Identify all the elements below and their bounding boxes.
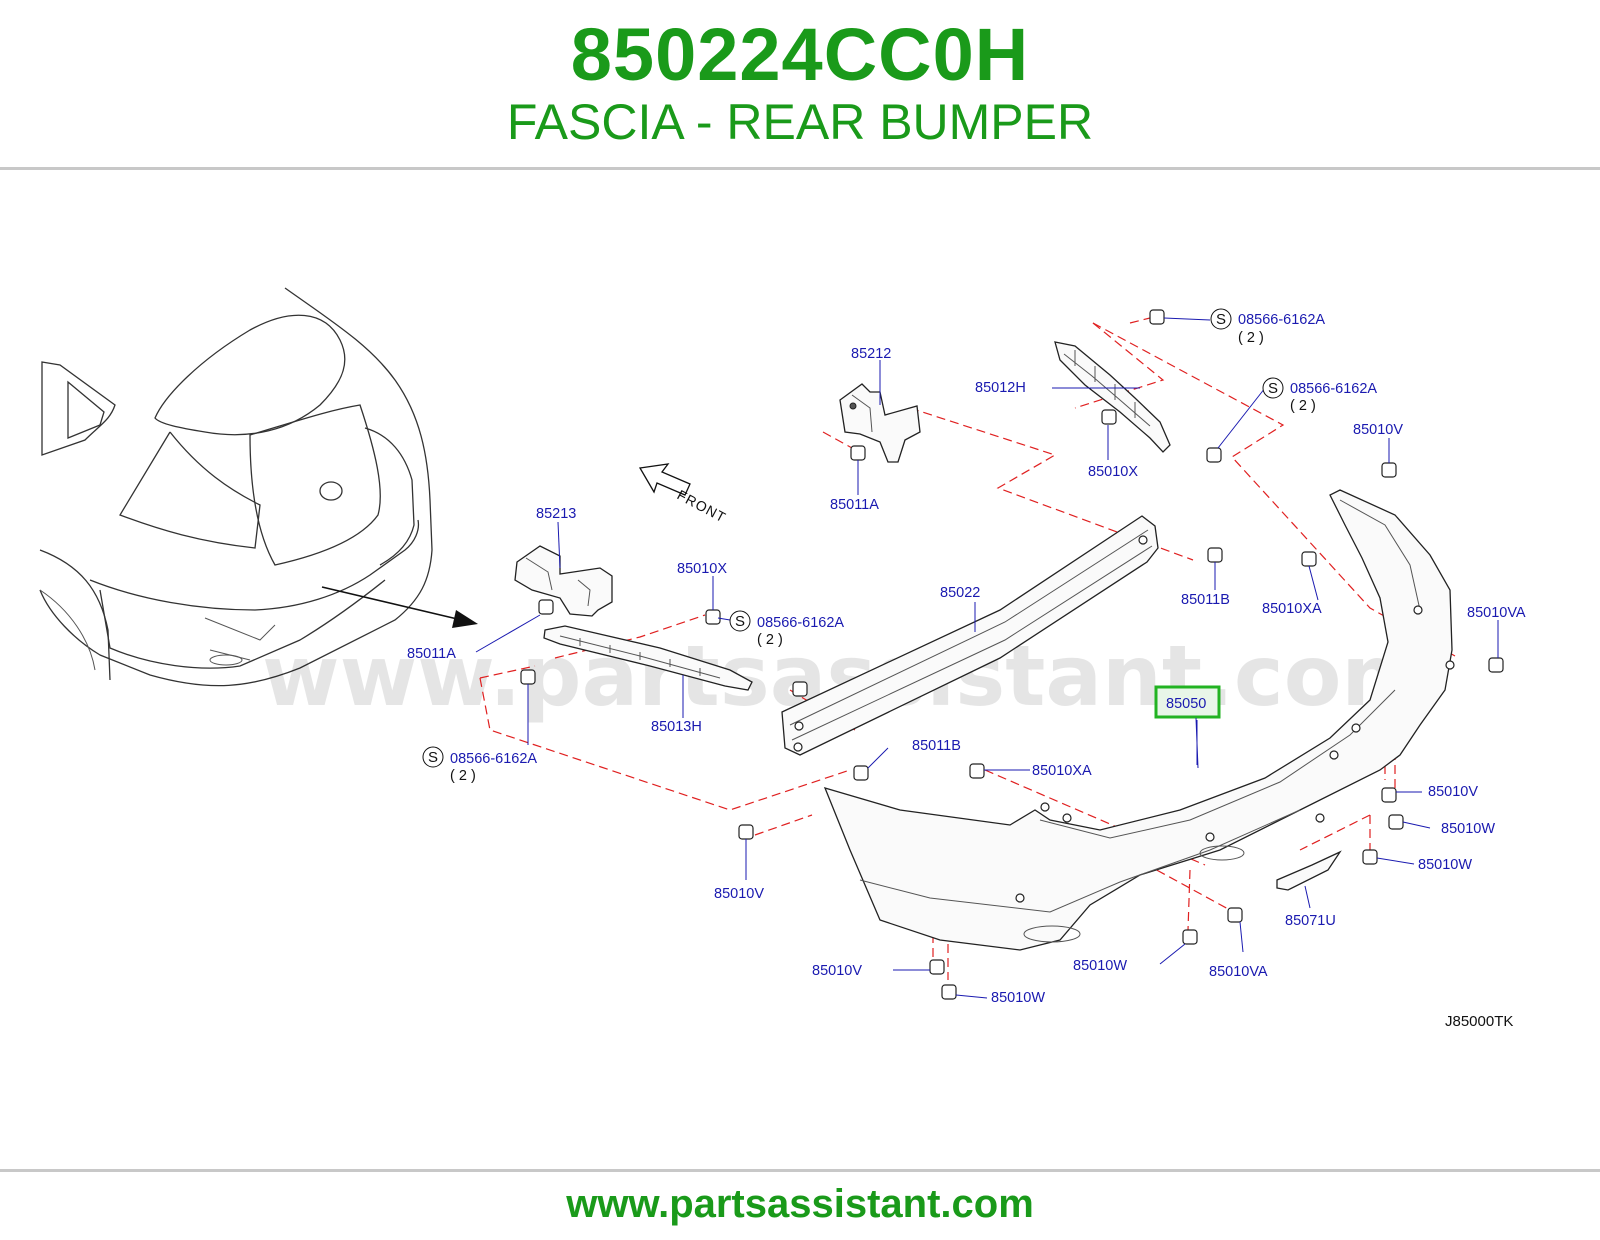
label-85010V-top[interactable]: 85010V: [1353, 422, 1403, 438]
part-labels: 85212 85012H 08566-6162A ( 2 ) 08566-616…: [407, 312, 1526, 1006]
standard-part-markers: S S S S: [422, 308, 1284, 768]
label-85010V-bottom[interactable]: 85010V: [812, 963, 862, 979]
label-85011B-top[interactable]: 85011B: [1181, 592, 1230, 608]
part-85012H-absorber[interactable]: [1054, 341, 1171, 453]
front-label: FRONT: [675, 487, 730, 526]
front-direction-arrow: FRONT: [638, 463, 730, 526]
label-85212[interactable]: 85212: [851, 346, 891, 362]
part-85013H-bracket[interactable]: [543, 625, 753, 691]
s-marker-left: S: [735, 613, 745, 630]
part-85213-bracket[interactable]: [514, 545, 613, 617]
qty-left: ( 2 ): [757, 632, 783, 648]
label-85011A-top[interactable]: 85011A: [830, 497, 879, 513]
footer-site-url[interactable]: www.partsassistant.com: [566, 1182, 1034, 1226]
label-85010W-r2[interactable]: 85010W: [1418, 857, 1472, 873]
qty-bottom: ( 2 ): [450, 768, 476, 784]
label-85011A-left[interactable]: 85011A: [407, 646, 456, 662]
label-85010V-left[interactable]: 85010V: [714, 886, 764, 902]
part-85212-bracket[interactable]: [839, 383, 921, 463]
label-08566-bottom[interactable]: 08566-6162A: [450, 751, 537, 767]
label-85010VA-right[interactable]: 85010VA: [1467, 605, 1526, 621]
label-85010V-right[interactable]: 85010V: [1428, 784, 1478, 800]
label-85010W-bottom[interactable]: 85010W: [991, 990, 1045, 1006]
exploded-parts-diagram: FRONT www.partsassistant.com: [0, 170, 1600, 1166]
label-85022[interactable]: 85022: [940, 585, 980, 601]
label-85010W-r1[interactable]: 85010W: [1441, 821, 1495, 837]
label-85050[interactable]: 85050: [1166, 696, 1206, 712]
label-85011B-bottom[interactable]: 85011B: [912, 738, 961, 754]
label-85012H[interactable]: 85012H: [975, 380, 1026, 396]
label-08566-top[interactable]: 08566-6162A: [1238, 312, 1325, 328]
s-marker-mid: S: [1268, 380, 1278, 397]
part-85022-reinforcement[interactable]: [781, 515, 1159, 756]
label-85213[interactable]: 85213: [536, 506, 576, 522]
label-08566-mid[interactable]: 08566-6162A: [1290, 381, 1377, 397]
part-85050-rear-fascia[interactable]: [823, 489, 1455, 951]
part-85071U-bracket[interactable]: [1276, 850, 1342, 891]
s-marker-bottom: S: [428, 749, 438, 766]
label-85010VA-bottom[interactable]: 85010VA: [1209, 964, 1268, 980]
footer-divider: [0, 1169, 1600, 1172]
fasteners: [520, 309, 1504, 1000]
part-name-subtitle: FASCIA - REAR BUMPER: [506, 94, 1094, 150]
part-number-title: 850224CC0H: [570, 13, 1030, 96]
leader-lines: [475, 317, 1499, 999]
label-85010XA-top[interactable]: 85010XA: [1262, 601, 1322, 617]
label-85010W-mid[interactable]: 85010W: [1073, 958, 1127, 974]
label-85071U[interactable]: 85071U: [1285, 913, 1336, 929]
qty-top: ( 2 ): [1238, 330, 1264, 346]
header-divider: [0, 167, 1600, 170]
label-08566-left[interactable]: 08566-6162A: [757, 615, 844, 631]
page-header: 850224CC0H FASCIA - REAR BUMPER: [0, 0, 1600, 168]
diagram-canvas: FRONT www.partsassistant.com: [39, 287, 1526, 1030]
label-85010X-left[interactable]: 85010X: [677, 561, 727, 577]
label-85010XA-bottom[interactable]: 85010XA: [1032, 763, 1092, 779]
diagram-reference-code: J85000TK: [1445, 1013, 1513, 1030]
qty-mid: ( 2 ): [1290, 398, 1316, 414]
detail-arrow: [321, 586, 478, 628]
label-85010X-top[interactable]: 85010X: [1088, 464, 1138, 480]
label-85013H[interactable]: 85013H: [651, 719, 702, 735]
highlight-box-85050[interactable]: [1154, 685, 1221, 719]
vehicle-rear-illustration: [39, 287, 433, 687]
s-marker-top: S: [1216, 311, 1226, 328]
